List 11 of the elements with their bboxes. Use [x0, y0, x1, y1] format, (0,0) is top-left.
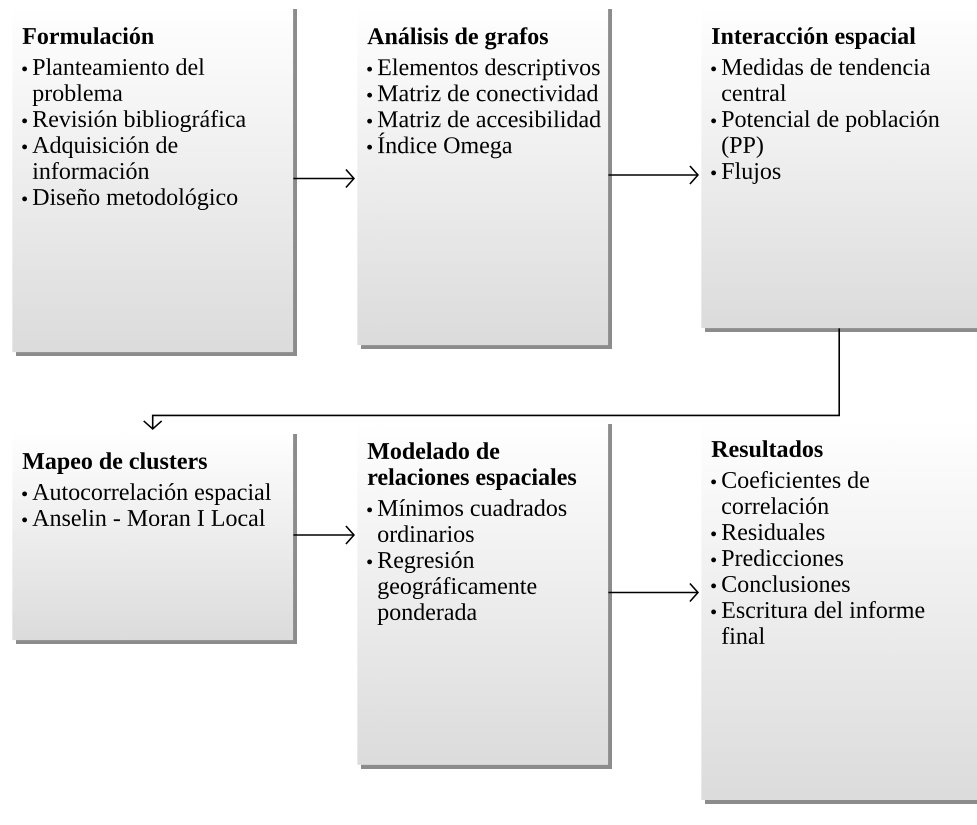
process-box: Resultados Coeficientes de correlación Residuales Predicciones Conclusiones Escritura del informe final: [701, 418, 977, 804]
process-box: Mapeo de clusters Autocorrelación espacial Anselin - Moran I Local: [12, 430, 297, 644]
process-box: Formulación Planteamiento del problema Revisión bibliográfica Adquisición de información Diseño metodológico: [12, 5, 297, 356]
arrow: [608, 165, 700, 185]
arrow: [143, 328, 840, 430]
process-box: Análisis de grafos Elementos descriptivos Matriz de conectividad Matriz de accesibilidad Índice Omega: [357, 5, 612, 349]
arrow: [293, 525, 355, 545]
process-box: Modelado de relaciones espaciales Mínimos cuadrados ordinarios Regresión geográficamente ponderada: [357, 420, 612, 769]
process-box: Interacción espacial Medidas de tendencia central Potencial de población (PP) Flujos: [701, 5, 977, 332]
arrow: [293, 168, 355, 188]
arrow: [608, 582, 700, 602]
